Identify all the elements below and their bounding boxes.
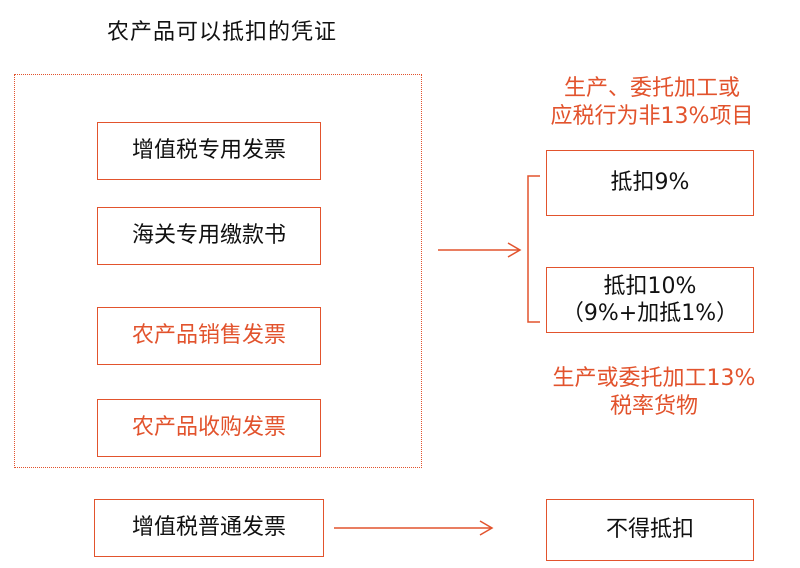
note-bottom-line-2: 税率货物	[609, 393, 698, 419]
voucher-vat-special-invoice: 增值税专用发票	[97, 122, 321, 180]
voucher-agri-purchase-invoice: 农产品收购发票	[97, 399, 321, 457]
note-top-line-1: 生产、委托加工或	[563, 76, 740, 101]
voucher-agri-sales-invoice: 农产品销售发票	[97, 307, 321, 365]
deduct-10-line-1: 抵扣10%	[603, 273, 697, 299]
note-non-13-percent: 生产、委托加工或 应税行为非13%项目	[526, 75, 778, 130]
voucher-customs-payment-book: 海关专用缴款书	[97, 207, 321, 265]
deductible-vouchers-frame	[14, 74, 422, 468]
deduct-9-box: 抵扣9%	[546, 150, 754, 216]
note-top-line-2: 应税行为非13%项目	[550, 103, 754, 129]
diagram-title: 农产品可以抵扣的凭证	[107, 20, 338, 45]
arrow-to-no-deduct-head	[479, 520, 494, 536]
arrow-to-deductions-head	[507, 242, 522, 258]
vat-ordinary-invoice-box: 增值税普通发票	[94, 499, 324, 557]
note-13-percent: 生产或委托加工13% 税率货物	[528, 365, 780, 420]
deduct-10-line-2: （9%+加抵1%）	[561, 301, 739, 326]
no-deduct-box: 不得抵扣	[546, 499, 754, 561]
deduct-10-box: 抵扣10% （9%+加抵1%）	[546, 267, 754, 333]
note-bottom-line-1: 生产或委托加工13%	[552, 366, 756, 391]
bracket	[527, 175, 540, 323]
